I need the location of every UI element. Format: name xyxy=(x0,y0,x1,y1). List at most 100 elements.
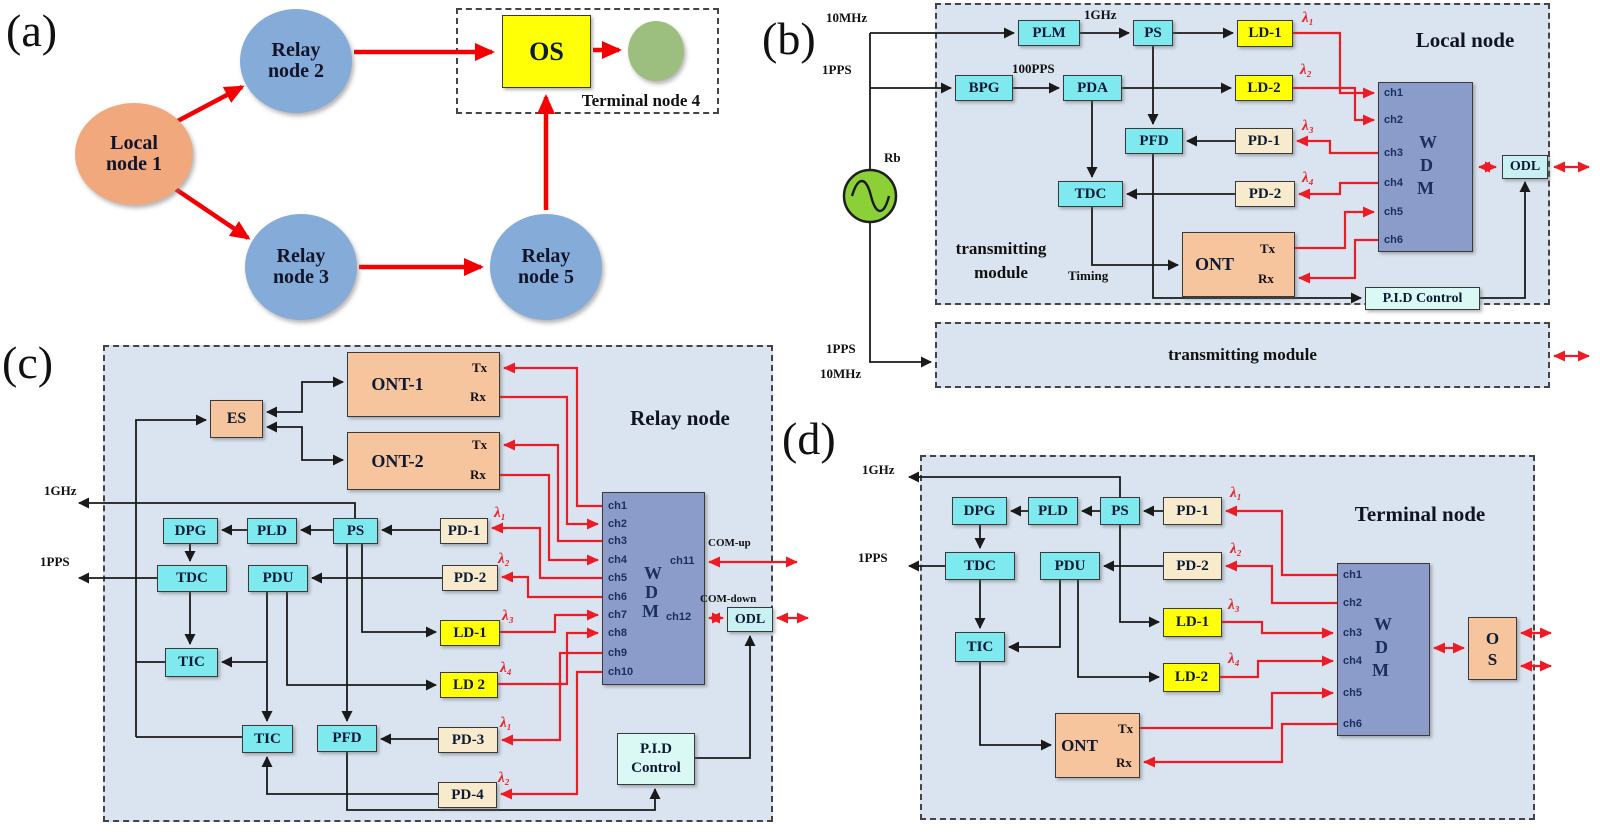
panel-b-red-wires xyxy=(1293,31,1590,362)
c-lambda-pd3: λ₁ xyxy=(500,715,512,731)
c-wdm-w: W xyxy=(644,563,662,583)
panel-d-red-wires xyxy=(1140,505,1552,768)
b-lambda1: λ₁ xyxy=(1302,10,1314,26)
b-rb-label: Rb xyxy=(884,150,901,165)
d-1ghz-label: 1GHz xyxy=(862,462,895,477)
b-wdm-box xyxy=(1378,82,1473,252)
b-ch4-label: ch4 xyxy=(1384,177,1403,189)
panel-d-tag: (d) xyxy=(782,413,836,464)
b-pd1-box: PD-1 xyxy=(1235,128,1293,154)
terminal-node4-label: Terminal node 4 xyxy=(581,91,701,110)
c-1ghz-label: 1GHz xyxy=(44,483,77,498)
c-dpg-box: DPG xyxy=(163,518,218,544)
c-ch6-label: ch6 xyxy=(608,591,627,603)
d-pd2-box: PD-2 xyxy=(1163,552,1222,580)
d-os-s: S xyxy=(1487,649,1498,669)
c-lambda-ld1: λ₃ xyxy=(502,608,514,624)
c-ch2-label: ch2 xyxy=(608,518,627,530)
d-wdm-w: W xyxy=(1374,614,1392,634)
d-tic-box: TIC xyxy=(955,632,1005,662)
b-pid-box: P.I.D Control xyxy=(1365,287,1480,310)
node-local-1: Local node 1 xyxy=(75,103,193,205)
d-ont-tx-label: Tx xyxy=(1118,721,1134,736)
c-1pps-label: 1PPS xyxy=(40,554,70,569)
d-ps-box: PS xyxy=(1100,497,1140,525)
b-ont-box: ONT xyxy=(1182,232,1295,297)
node-relay-2: Relay node 2 xyxy=(240,9,352,113)
b-ch1-label: ch1 xyxy=(1384,87,1403,99)
d-ch6-label: ch6 xyxy=(1343,718,1362,730)
b-odl-box: ODL xyxy=(1502,155,1548,179)
c-ch9-label: ch9 xyxy=(608,647,627,659)
c-lambda-pd1: λ₁ xyxy=(494,505,506,521)
node-local-1-label: Local node 1 xyxy=(105,132,163,175)
panel-b-title: Local node xyxy=(1415,28,1515,52)
b-wdm-d: D xyxy=(1420,155,1433,175)
b-tdc-box: TDC xyxy=(1058,181,1123,207)
c-ld1-box: LD-1 xyxy=(440,620,500,646)
optical-switch-a: OS xyxy=(502,15,591,88)
c-ont2-box: ONT-2 xyxy=(347,432,500,490)
c-pd2-box: PD-2 xyxy=(442,565,498,591)
panel-c-tag: (c) xyxy=(2,337,54,388)
node-terminal-circle xyxy=(628,21,684,81)
c-es-box: ES xyxy=(210,400,263,438)
c-ch1-label: ch1 xyxy=(608,500,627,512)
d-pld-box: PLD xyxy=(1028,497,1078,525)
c-wdm-m: M xyxy=(642,601,659,621)
b-pfd-box: PFD xyxy=(1125,128,1183,154)
c-tic2-box: TIC xyxy=(242,725,293,753)
c-pid-box: P.I.D Control xyxy=(617,733,695,785)
transmitting-module2-dashed-box: transmitting module xyxy=(935,322,1550,388)
c-ld2-box: LD 2 xyxy=(440,672,498,698)
b-ont-rx-label: Rx xyxy=(1258,271,1274,286)
d-ch5-label: ch5 xyxy=(1343,687,1362,699)
panel-d-title: Terminal node xyxy=(1354,502,1486,526)
c-pd4-box: PD-4 xyxy=(438,782,497,808)
b-1ghz-label: 1GHz xyxy=(1084,7,1117,22)
c-ont2-tx-label: Tx xyxy=(472,437,488,452)
panel-b-tag: (b) xyxy=(762,13,816,64)
c-tic1-box: TIC xyxy=(165,648,218,677)
d-wdm-m: M xyxy=(1372,660,1389,680)
c-ch10-label: ch10 xyxy=(608,666,634,678)
b-lambda3: λ₃ xyxy=(1302,118,1314,134)
b-pda-box: PDA xyxy=(1063,75,1122,101)
d-ont-rx-label: Rx xyxy=(1116,755,1132,770)
c-pfd-box: PFD xyxy=(317,725,377,752)
b-timing-label: Timing xyxy=(1068,268,1109,283)
c-pd1-box: PD-1 xyxy=(440,518,488,544)
b-bpg-box: BPG xyxy=(955,75,1013,101)
c-wdm-d: D xyxy=(645,582,658,602)
b-lambda4: λ₄ xyxy=(1302,170,1314,186)
terminal-node4-dashed-box xyxy=(456,8,719,114)
d-tdc-box: TDC xyxy=(945,552,1015,580)
d-wdm-d: D xyxy=(1375,637,1388,657)
panel-a-arrows xyxy=(170,41,622,276)
b-ch3-label: ch3 xyxy=(1384,147,1403,159)
c-ch7-label: ch7 xyxy=(608,609,627,621)
d-ch1-label: ch1 xyxy=(1343,569,1362,581)
b-ch2-label: ch2 xyxy=(1384,114,1403,126)
d-dpg-box: DPG xyxy=(952,497,1007,525)
b-ch6-label: ch6 xyxy=(1384,234,1403,246)
transmitting-module2-label: transmitting module xyxy=(1168,345,1317,364)
d-pd1-box: PD-1 xyxy=(1163,497,1222,525)
c-pld-box: PLD xyxy=(247,518,297,544)
c-ont1-rx-label: Rx xyxy=(470,389,486,404)
panel-c-black-wires xyxy=(78,376,756,811)
d-ch3-label: ch3 xyxy=(1343,627,1362,639)
panel-c-red-wires xyxy=(491,362,809,800)
c-lambda-pd4: λ₂ xyxy=(498,770,510,786)
b-plm-box: PLM xyxy=(1018,20,1080,46)
d-ch2-label: ch2 xyxy=(1343,597,1362,609)
c-ch5-label: ch5 xyxy=(608,572,627,584)
d-os-box: O S xyxy=(1468,617,1517,680)
b-module-label: transmitting module xyxy=(955,239,1047,282)
b-100pps-label: 100PPS xyxy=(1012,61,1055,76)
b-ld1-box: LD-1 xyxy=(1237,20,1293,47)
c-ont1-tx-label: Tx xyxy=(472,360,488,375)
d-pdu-box: PDU xyxy=(1040,552,1100,580)
